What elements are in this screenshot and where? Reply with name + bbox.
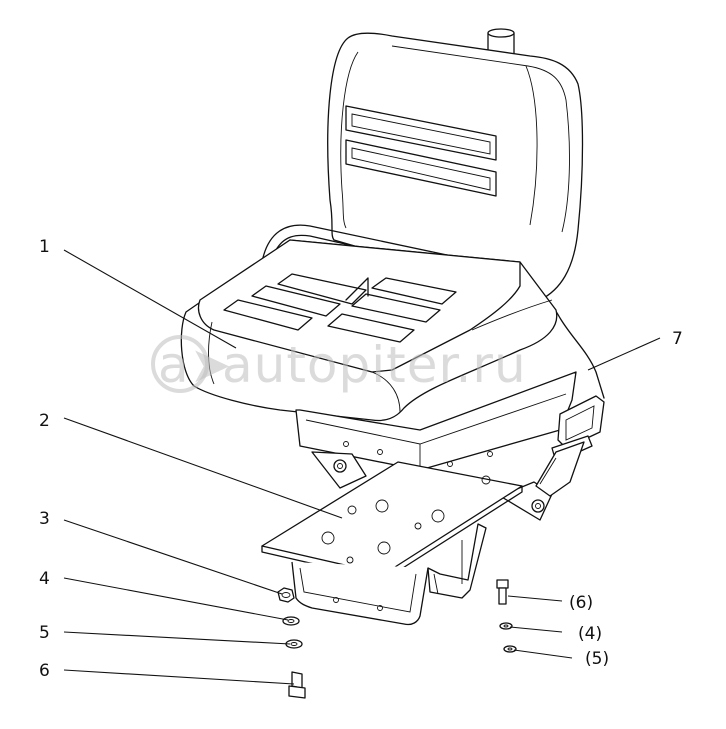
side-levers — [535, 395, 605, 497]
mounting-brackets — [291, 523, 487, 626]
base-plate — [261, 461, 523, 581]
backrest — [327, 28, 584, 301]
callout-3: 3 — [39, 509, 50, 529]
callout-6: 6 — [39, 661, 50, 681]
watermark-text: autopiter.ru — [222, 336, 527, 394]
seat-cushion — [180, 239, 558, 422]
watermark: a➤ autopiter.ru — [151, 335, 527, 394]
callout-7: 7 — [672, 329, 683, 349]
callout-4: 4 — [39, 569, 50, 589]
watermark-symbol: a➤ — [158, 336, 233, 394]
fasteners-left — [277, 587, 306, 699]
callout-5: 5 — [39, 623, 50, 643]
callout-2: 2 — [39, 411, 50, 431]
callout-labels: 1 2 3 4 5 6 7 (6) (4) (5) — [39, 237, 683, 681]
callout-1: 1 — [39, 237, 50, 257]
fasteners-right — [496, 579, 517, 653]
callout-5-paren: (5) — [585, 649, 609, 669]
callout-6-paren: (6) — [569, 593, 593, 613]
callout-4-paren: (4) — [578, 624, 602, 644]
leader-lines — [63, 249, 661, 685]
